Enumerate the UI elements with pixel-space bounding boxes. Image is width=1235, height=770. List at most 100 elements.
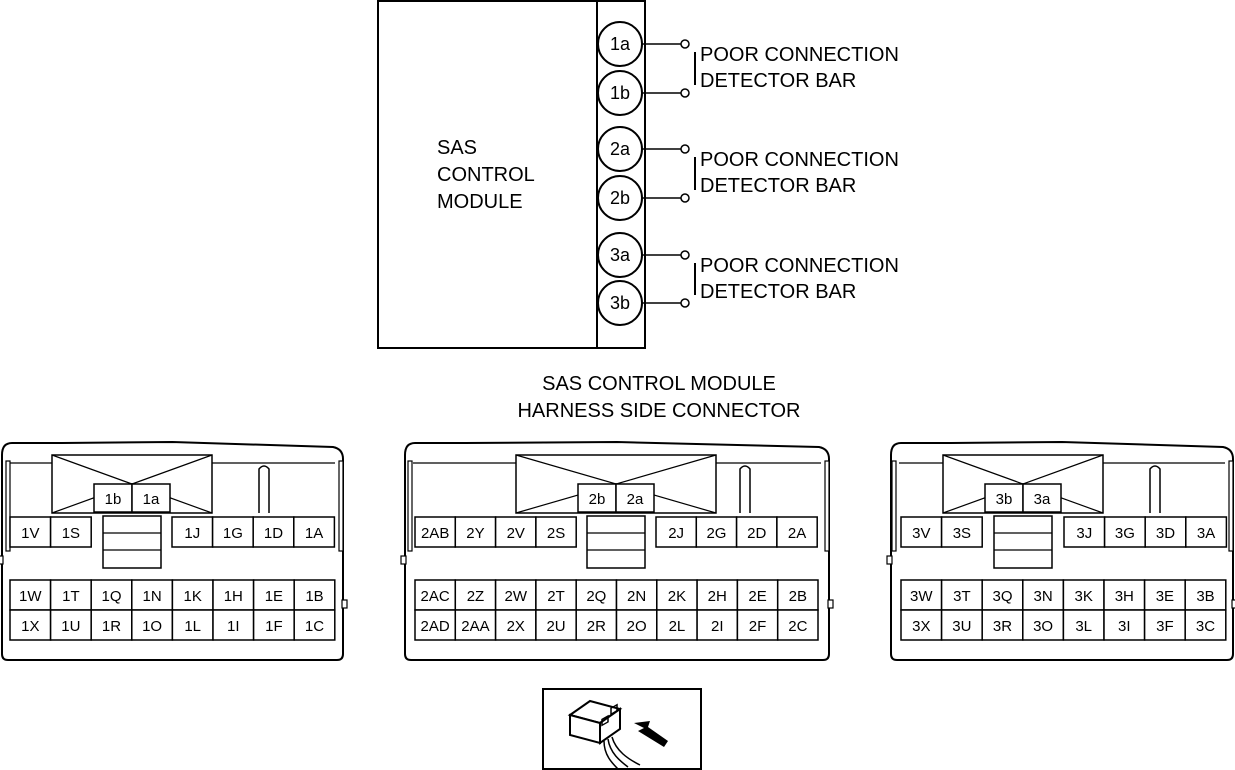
pin-cell bbox=[252, 516, 295, 548]
pin-1W: 1W bbox=[19, 588, 42, 605]
terminal-2b: 2b bbox=[597, 175, 690, 221]
detector-bar-line-1: POOR CONNECTION bbox=[700, 149, 899, 171]
pin-cell bbox=[940, 579, 983, 611]
pin-2U: 2U bbox=[546, 618, 565, 635]
pin-cell bbox=[1063, 516, 1106, 548]
pin-3O: 3O bbox=[1033, 618, 1053, 635]
pin-3R: 3R bbox=[993, 618, 1012, 635]
connector-title-line-1: SAS CONTROL MODULE bbox=[542, 373, 776, 395]
terminal-1b: 1b bbox=[597, 70, 690, 116]
pin-cell bbox=[212, 579, 255, 611]
pin-2D: 2D bbox=[747, 525, 766, 542]
pin-cell bbox=[577, 483, 617, 513]
pin-cell bbox=[9, 516, 52, 548]
pin-2R: 2R bbox=[587, 618, 606, 635]
pin-2C: 2C bbox=[788, 618, 807, 635]
connector-title: SAS CONTROL MODULE HARNESS SIDE CONNECTO… bbox=[517, 373, 800, 422]
detector-bar-line-2: DETECTOR BAR bbox=[700, 70, 856, 92]
pin-cell bbox=[131, 609, 174, 641]
pin-2E: 2E bbox=[748, 588, 766, 605]
pin-2V: 2V bbox=[507, 525, 525, 542]
pin-2N: 2N bbox=[627, 588, 646, 605]
pin-2X: 2X bbox=[507, 618, 525, 635]
pin-1N: 1N bbox=[143, 588, 162, 605]
pin-2O: 2O bbox=[627, 618, 647, 635]
pin-1U: 1U bbox=[61, 618, 80, 635]
pin-3X: 3X bbox=[912, 618, 930, 635]
pin-2AA: 2AA bbox=[461, 618, 489, 635]
pin-3N: 3N bbox=[1034, 588, 1053, 605]
pin-cell bbox=[984, 483, 1024, 513]
pin-cell bbox=[1144, 516, 1187, 548]
pin-cell bbox=[776, 579, 819, 611]
detector-bar-line-2: DETECTOR BAR bbox=[700, 175, 856, 197]
pin-cell bbox=[735, 516, 778, 548]
pin-3A: 3A bbox=[1197, 525, 1215, 542]
pin-cell bbox=[131, 483, 171, 513]
pin-3D: 3D bbox=[1156, 525, 1175, 542]
pin-2I: 2I bbox=[711, 618, 724, 635]
pin-1A: 1A bbox=[305, 525, 323, 542]
pin-3H: 3H bbox=[1115, 588, 1134, 605]
pin-2F: 2F bbox=[749, 618, 767, 635]
pin-3a: 3a bbox=[1034, 491, 1051, 508]
pin-2H: 2H bbox=[708, 588, 727, 605]
pin-cell bbox=[93, 483, 133, 513]
pin-cell bbox=[293, 516, 336, 548]
pin-1K: 1K bbox=[184, 588, 202, 605]
pin-cell bbox=[981, 609, 1024, 641]
pin-2S: 2S bbox=[547, 525, 565, 542]
pin-cell bbox=[1143, 609, 1186, 641]
pin-cell bbox=[575, 609, 618, 641]
pin-3I: 3I bbox=[1118, 618, 1131, 635]
terminal-label: 3b bbox=[610, 293, 630, 313]
pin-cell bbox=[900, 609, 943, 641]
pin-cell bbox=[494, 579, 537, 611]
terminal-1a: 1a bbox=[597, 21, 690, 67]
sas-control-module: SAS CONTROL MODULE bbox=[377, 0, 646, 349]
pin-cell bbox=[49, 516, 92, 548]
pin-1R: 1R bbox=[102, 618, 121, 635]
pin-cell bbox=[1185, 516, 1228, 548]
pin-3L: 3L bbox=[1075, 618, 1092, 635]
terminal-label: 2a bbox=[610, 139, 631, 159]
pin-cell bbox=[9, 609, 52, 641]
pin-1S: 1S bbox=[62, 525, 80, 542]
pin-1O: 1O bbox=[142, 618, 162, 635]
pin-3E: 3E bbox=[1156, 588, 1174, 605]
pin-cell bbox=[293, 609, 336, 641]
pin-2Z: 2Z bbox=[467, 588, 485, 605]
pin-3K: 3K bbox=[1075, 588, 1093, 605]
pin-cell bbox=[90, 579, 133, 611]
detector-bar-line-2: DETECTOR BAR bbox=[700, 281, 856, 303]
pin-cell bbox=[696, 579, 739, 611]
pin-3T: 3T bbox=[953, 588, 971, 605]
pin-cell bbox=[776, 516, 818, 548]
pin-1F: 1F bbox=[265, 618, 283, 635]
pin-1T: 1T bbox=[62, 588, 80, 605]
terminal-3b: 3b bbox=[597, 280, 690, 326]
pin-cell bbox=[293, 579, 336, 611]
pin-cell bbox=[211, 516, 254, 548]
connector-plug-icon bbox=[567, 699, 668, 770]
pin-2G: 2G bbox=[706, 525, 726, 542]
pin-1B: 1B bbox=[305, 588, 323, 605]
pin-cell bbox=[940, 609, 983, 641]
pin-3F: 3F bbox=[1156, 618, 1174, 635]
detector-bar-line-1: POOR CONNECTION bbox=[700, 44, 899, 66]
pin-cell bbox=[615, 579, 658, 611]
pin-cell bbox=[454, 516, 497, 548]
pin-cell bbox=[454, 609, 497, 641]
pin-cell bbox=[1022, 609, 1065, 641]
pin-cell bbox=[171, 516, 214, 548]
pin-2T: 2T bbox=[547, 588, 565, 605]
pin-2K: 2K bbox=[668, 588, 686, 605]
lock-slot bbox=[993, 515, 1053, 569]
pin-2AD: 2AD bbox=[421, 618, 450, 635]
pin-cell bbox=[535, 516, 577, 548]
pin-2Q: 2Q bbox=[586, 588, 606, 605]
